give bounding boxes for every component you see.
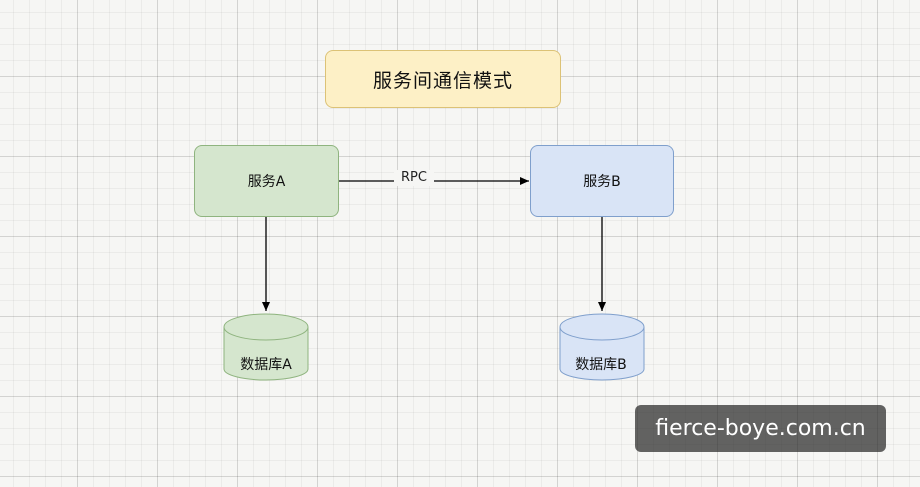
service-b-label: 服务B: [583, 174, 621, 190]
watermark: fierce-boye.com.cn: [635, 405, 886, 452]
database-b-label: 数据库B: [575, 357, 627, 373]
rpc-edge-label: RPC: [394, 170, 434, 186]
database-a-label: 数据库A: [240, 357, 292, 373]
service-a-node: 服务A: [194, 145, 339, 217]
diagram-title-text: 服务间通信模式: [372, 69, 513, 92]
service-b-node: 服务B: [530, 145, 674, 217]
diagram-title: 服务间通信模式: [325, 50, 561, 108]
watermark-text: fierce-boye.com.cn: [655, 416, 866, 441]
service-a-label: 服务A: [247, 174, 286, 190]
